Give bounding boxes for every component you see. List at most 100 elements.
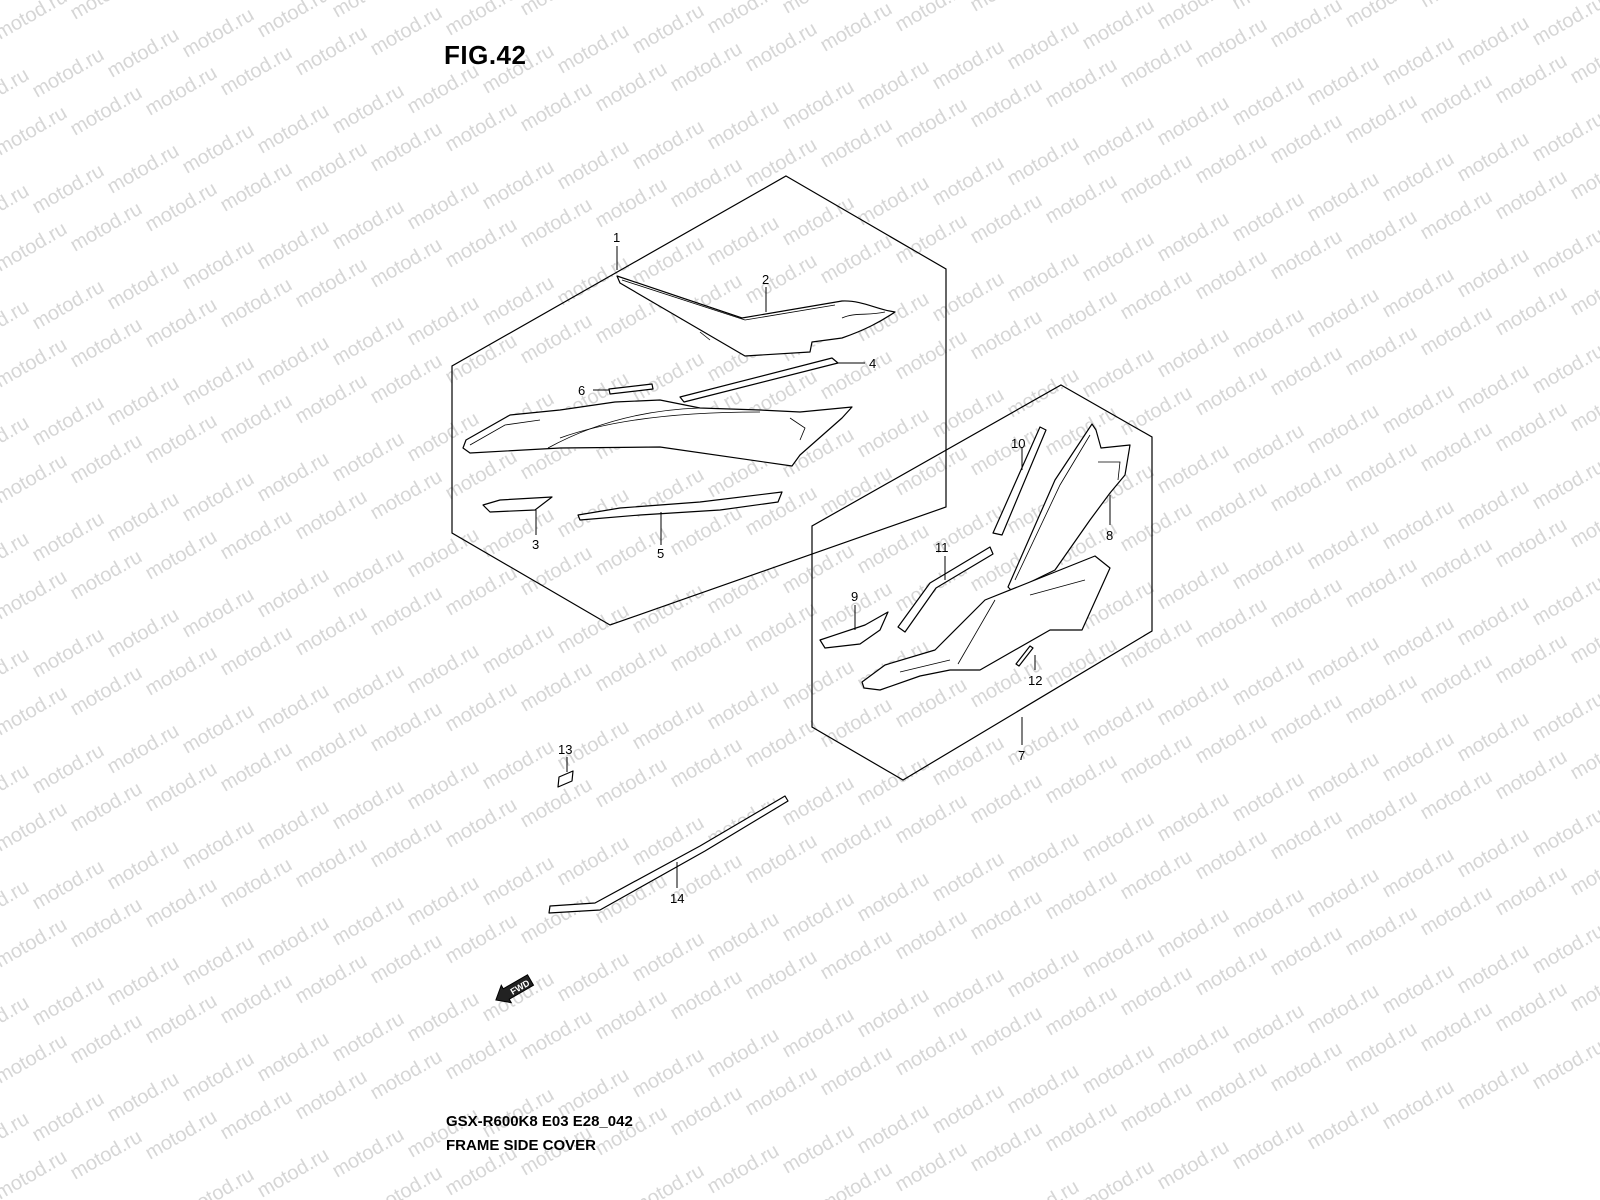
- watermark-text: motod.ru: [817, 230, 896, 289]
- watermark-text: motod.ru: [479, 968, 558, 1027]
- watermark-text: motod.ru: [404, 524, 483, 583]
- watermark-text: motod.ru: [367, 582, 446, 641]
- callout-14: 14: [670, 891, 684, 906]
- watermark-text: motod.ru: [1379, 264, 1458, 323]
- watermark-text: motod.ru: [742, 18, 821, 77]
- watermark-text: motod.ru: [217, 158, 296, 217]
- watermark-text: motod.ru: [1117, 266, 1196, 325]
- watermark-text: motod.ru: [1154, 92, 1233, 151]
- watermark-text: motod.ru: [892, 94, 971, 153]
- watermark-text: motod.ru: [742, 830, 821, 889]
- callout-5: 5: [657, 546, 664, 561]
- watermark-text: motod.ru: [217, 738, 296, 797]
- watermark-text: motod.ru: [592, 174, 671, 233]
- watermark-text: motod.ru: [1529, 920, 1600, 979]
- watermark-text: motod.ru: [817, 1042, 896, 1101]
- watermark-text: motod.ru: [929, 964, 1008, 1023]
- watermark-text: motod.ru: [1417, 70, 1496, 129]
- watermark-text: motod.ru: [1267, 1038, 1346, 1097]
- watermark-text: motod.ru: [0, 682, 71, 741]
- watermark-text: motod.ru: [254, 1028, 333, 1087]
- watermark-text: motod.ru: [892, 442, 971, 501]
- watermark-text: motod.ru: [667, 618, 746, 677]
- watermark-text: motod.ru: [254, 912, 333, 971]
- watermark-text: motod.ru: [1567, 494, 1600, 553]
- watermark-text: motod.ru: [1079, 1040, 1158, 1099]
- watermark-text: motod.ru: [592, 986, 671, 1045]
- watermark-text: motod.ru: [1417, 302, 1496, 361]
- watermark-text: motod.ru: [0, 644, 33, 703]
- watermark-text: motod.ru: [1154, 0, 1233, 34]
- watermark-text: motod.ru: [104, 836, 183, 895]
- watermark-text: motod.ru: [404, 988, 483, 1047]
- watermark-text: motod.ru: [179, 1048, 258, 1107]
- watermark-text: motod.ru: [29, 972, 108, 1031]
- watermark-text: motod.ru: [67, 546, 146, 605]
- watermark-text: motod.ru: [892, 790, 971, 849]
- watermark-text: motod.ru: [742, 134, 821, 193]
- watermark-text: motod.ru: [629, 580, 708, 639]
- watermark-text: motod.ru: [554, 600, 633, 659]
- part-9-piece: [819, 611, 889, 649]
- watermark-text: motod.ru: [1379, 1076, 1458, 1135]
- callout-11: 11: [935, 540, 949, 555]
- watermark-text: motod.ru: [1154, 208, 1233, 267]
- watermark-text: motod.ru: [67, 430, 146, 489]
- watermark-text: motod.ru: [292, 486, 371, 545]
- watermark-text: motod.ru: [854, 984, 933, 1043]
- watermark-text: motod.ru: [0, 798, 71, 857]
- watermark-text: motod.ru: [329, 0, 408, 22]
- watermark-text: motod.ru: [779, 888, 858, 947]
- watermark-text: motod.ru: [0, 1030, 71, 1089]
- watermark-text: motod.ru: [1342, 554, 1421, 613]
- watermark-text: motod.ru: [179, 468, 258, 527]
- watermark-text: motod.ru: [367, 698, 446, 757]
- watermark-text: motod.ru: [779, 1120, 858, 1179]
- watermark-text: motod.ru: [854, 868, 933, 927]
- watermark-text: motod.ru: [1567, 146, 1600, 205]
- watermark-text: motod.ru: [179, 120, 258, 179]
- watermark-text: motod.ru: [329, 1124, 408, 1183]
- watermark-text: motod.ru: [1304, 400, 1383, 459]
- watermark-text: motod.ru: [817, 926, 896, 985]
- watermark-text: motod.ru: [142, 294, 221, 353]
- watermark-text: motod.ru: [1529, 804, 1600, 863]
- callout-8: 8: [1106, 528, 1113, 543]
- watermark-text: motod.ru: [442, 214, 521, 273]
- watermark-text: motod.ru: [517, 0, 596, 20]
- part-5-strip: [577, 491, 783, 521]
- watermark-text: motod.ru: [854, 1100, 933, 1159]
- watermark-text: motod.ru: [1042, 170, 1121, 229]
- watermark-text: motod.ru: [0, 102, 71, 161]
- leader-lines: [535, 246, 1111, 888]
- watermark-text: motod.ru: [1004, 828, 1083, 887]
- watermark-text: motod.ru: [779, 656, 858, 715]
- watermark-text: motod.ru: [854, 520, 933, 579]
- watermark-text: motod.ru: [1379, 380, 1458, 439]
- watermark-text: motod.ru: [1342, 322, 1421, 381]
- watermark-text: motod.ru: [1379, 32, 1458, 91]
- watermark-text: motod.ru: [929, 36, 1008, 95]
- watermark-text: motod.ru: [1342, 670, 1421, 729]
- watermark-text: motod.ru: [254, 100, 333, 159]
- watermark-text: motod.ru: [1417, 186, 1496, 245]
- watermark-text: motod.ru: [629, 0, 708, 58]
- watermark-text: motod.ru: [1192, 1058, 1271, 1117]
- watermark-text: motod.ru: [854, 752, 933, 811]
- watermark-text: motod.ru: [0, 218, 71, 277]
- watermark-text: motod.ru: [1192, 942, 1271, 1001]
- part-10-strip: [992, 426, 1047, 536]
- watermark-text: motod.ru: [0, 334, 71, 393]
- watermark-text: motod.ru: [592, 58, 671, 117]
- watermark-text: motod.ru: [254, 448, 333, 507]
- watermark-text: motod.ru: [0, 914, 71, 973]
- watermark-text: motod.ru: [179, 584, 258, 643]
- watermark-text: motod.ru: [892, 210, 971, 269]
- watermark-text: motod.ru: [367, 350, 446, 409]
- group-box-1: [451, 175, 947, 626]
- watermark-text: motod.ru: [0, 296, 33, 355]
- watermark-text: motod.ru: [442, 678, 521, 737]
- watermark-text: motod.ru: [142, 526, 221, 585]
- watermark-text: motod.ru: [517, 774, 596, 833]
- watermark-text: motod.ru: [1492, 166, 1571, 225]
